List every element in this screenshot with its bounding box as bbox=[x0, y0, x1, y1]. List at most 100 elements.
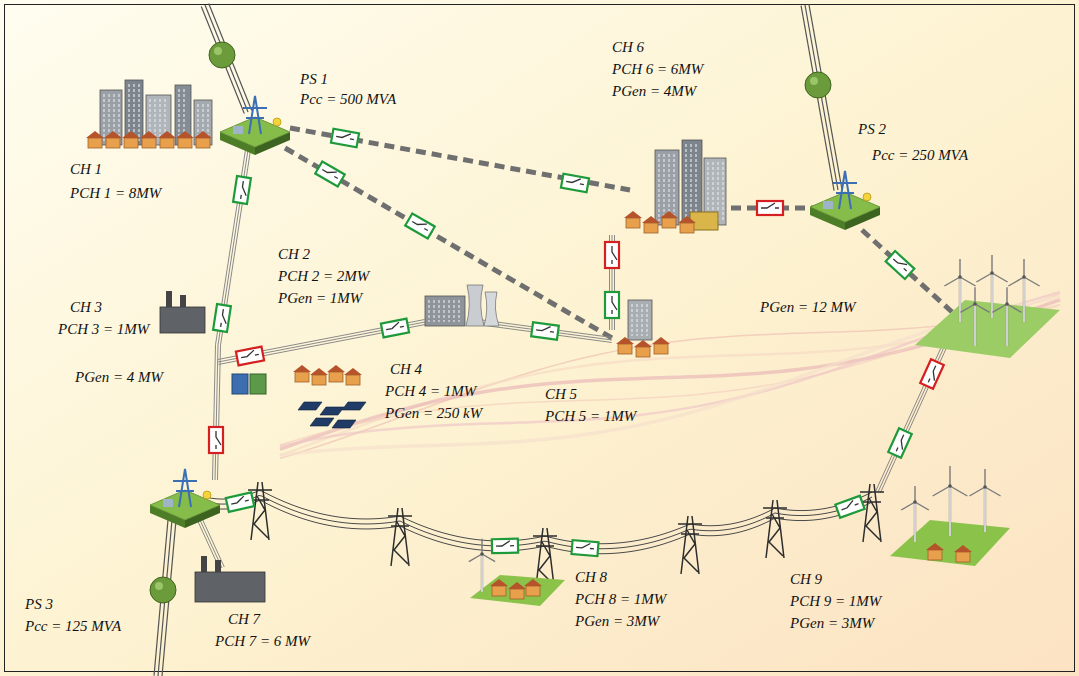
building bbox=[628, 300, 652, 340]
switch-frame bbox=[405, 213, 435, 238]
switch-symbol bbox=[209, 427, 223, 453]
house-body bbox=[492, 586, 506, 596]
switch-frame bbox=[381, 319, 409, 338]
turbine-blade bbox=[992, 304, 1007, 312]
turbine-hub bbox=[913, 500, 917, 504]
building bbox=[100, 90, 122, 145]
solar-panel bbox=[342, 402, 366, 410]
switch-symbol bbox=[605, 242, 619, 268]
turbine-blade bbox=[944, 277, 960, 286]
switch-symbol bbox=[888, 428, 912, 457]
solar-panel bbox=[310, 418, 334, 426]
building-windows bbox=[433, 300, 434, 322]
house-roof bbox=[926, 543, 944, 550]
substation-platform bbox=[810, 192, 880, 222]
house-body bbox=[526, 586, 540, 596]
wind-farm-generation: PGen = 12 MW bbox=[760, 298, 856, 316]
turbine-hub bbox=[948, 484, 952, 488]
turbine-pole bbox=[991, 273, 993, 318]
transmission-tower bbox=[248, 482, 272, 540]
turbine-pole bbox=[974, 304, 976, 346]
house-roof bbox=[104, 131, 122, 138]
turbine-pole bbox=[959, 277, 961, 322]
turbine-pole bbox=[1006, 304, 1007, 346]
house-body bbox=[626, 218, 640, 228]
hub-load: PCH 2 = 2MW bbox=[278, 267, 369, 285]
switch-blade bbox=[896, 435, 908, 453]
hub-name: CH 7 bbox=[228, 610, 260, 628]
turbine-blade bbox=[481, 539, 482, 554]
house-roof bbox=[616, 337, 634, 344]
house-roof bbox=[140, 131, 158, 138]
switch-symbol bbox=[561, 174, 589, 192]
switch-symbol bbox=[920, 359, 944, 388]
hub-name: CH 3 bbox=[70, 298, 102, 316]
hub-name: CH 4 bbox=[390, 360, 422, 378]
turbine-hub bbox=[1005, 302, 1009, 306]
switch-blade bbox=[928, 366, 940, 384]
substation-pylon bbox=[243, 96, 267, 134]
switch-blade bbox=[761, 203, 779, 208]
turbine-blade bbox=[984, 469, 985, 487]
house-body bbox=[312, 375, 326, 385]
factory-hall bbox=[160, 307, 205, 333]
switch-frame bbox=[233, 176, 251, 204]
house-roof bbox=[86, 131, 104, 138]
turbine-blade bbox=[1023, 259, 1024, 277]
overhead-line bbox=[878, 345, 945, 492]
switch-frame bbox=[757, 201, 783, 215]
substation-pylon bbox=[173, 469, 197, 507]
switch-blade bbox=[612, 246, 617, 264]
building-windows bbox=[658, 154, 659, 221]
building-windows bbox=[722, 162, 723, 221]
hub-load: PCH 3 = 1MW bbox=[58, 320, 149, 338]
turbine-blade bbox=[969, 487, 985, 496]
building-windows bbox=[428, 300, 429, 322]
house-roof bbox=[660, 211, 678, 218]
transformer bbox=[823, 201, 833, 209]
generation-container bbox=[232, 374, 248, 394]
switch-frame bbox=[886, 251, 915, 279]
house-body bbox=[680, 223, 694, 233]
cooling-tower bbox=[466, 285, 484, 326]
turbine-pole bbox=[1023, 277, 1024, 322]
building-windows bbox=[646, 304, 647, 336]
grid-globe bbox=[209, 42, 235, 68]
building bbox=[655, 150, 679, 225]
switch-symbol bbox=[233, 176, 251, 204]
switch-blade bbox=[336, 131, 355, 139]
decorative-wave bbox=[280, 292, 1060, 446]
building-windows bbox=[178, 89, 179, 141]
building-windows bbox=[690, 144, 691, 221]
switch-frame bbox=[835, 496, 864, 518]
switch-frame bbox=[213, 304, 231, 332]
turbine-pole bbox=[984, 487, 986, 532]
overhead-line bbox=[880, 346, 947, 493]
turbine-blade bbox=[992, 273, 1008, 282]
switch-frame bbox=[236, 347, 264, 366]
turbine-hub bbox=[973, 302, 977, 306]
house-body bbox=[644, 223, 658, 233]
switch-frame bbox=[605, 292, 619, 318]
hub-name: CH 9 bbox=[790, 570, 822, 588]
grid-globe bbox=[150, 577, 176, 603]
transformer bbox=[163, 499, 173, 507]
building-windows bbox=[154, 99, 155, 141]
hub-load: PCH 4 = 1MW bbox=[385, 382, 476, 400]
building-windows bbox=[138, 84, 139, 141]
house-roof bbox=[310, 368, 328, 375]
generation-container bbox=[250, 374, 266, 394]
house-body bbox=[329, 372, 343, 382]
building-windows bbox=[695, 144, 696, 221]
house-body bbox=[106, 138, 120, 148]
house-roof bbox=[642, 216, 660, 223]
switch-blade bbox=[893, 255, 910, 271]
switch-symbol bbox=[236, 347, 264, 366]
switch-blade bbox=[536, 325, 555, 332]
house-body bbox=[928, 550, 942, 560]
turbine-blade bbox=[976, 273, 992, 282]
factory-chimney bbox=[180, 295, 186, 307]
factory-chimney bbox=[201, 556, 207, 572]
turbine-blade bbox=[915, 502, 929, 510]
